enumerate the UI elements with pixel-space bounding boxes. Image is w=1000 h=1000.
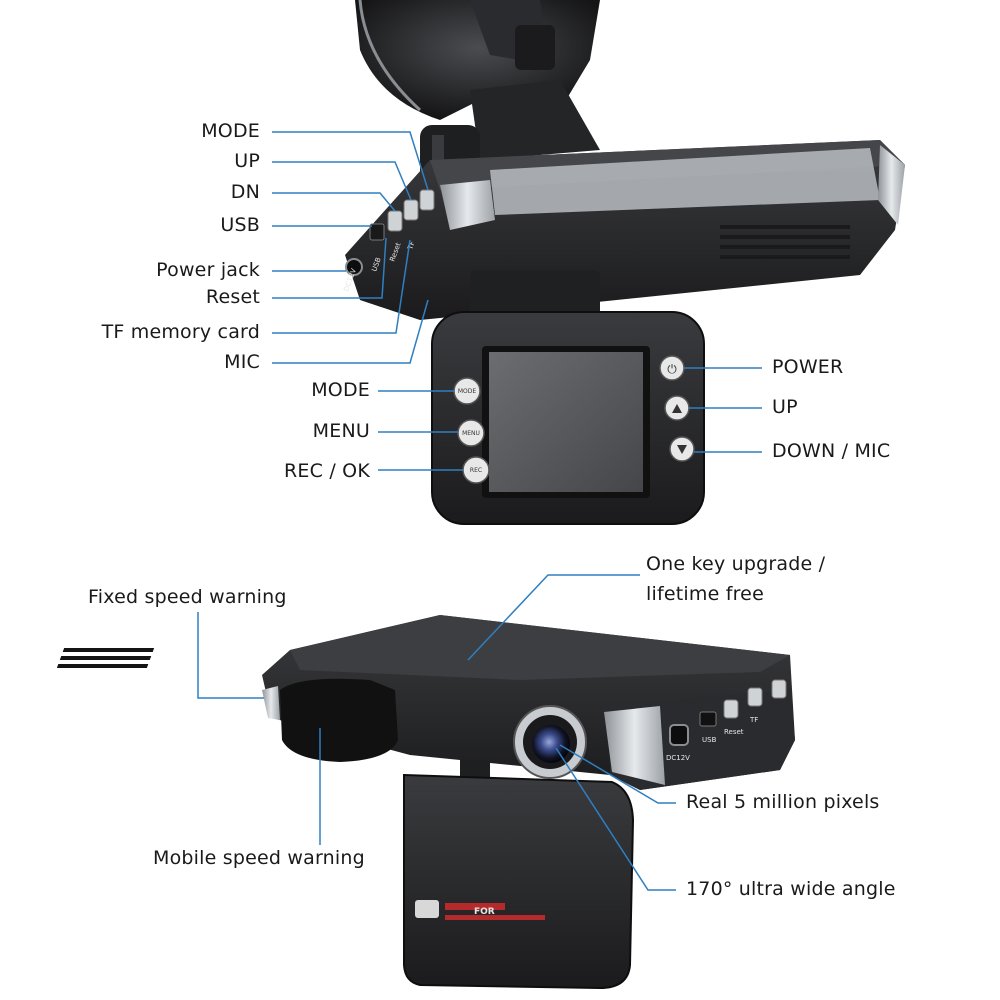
suction-mount: [355, 0, 600, 185]
leader-mic: [272, 299, 429, 364]
screen-back-panel: [403, 760, 635, 990]
rec-button-mark: REC: [470, 467, 482, 474]
label-mic: MIC: [224, 351, 260, 373]
bottom-port-mark-reset: Reset: [724, 728, 744, 736]
leader-lines: [197, 131, 762, 891]
label-screen-down-mic: DOWN / MIC: [772, 440, 891, 462]
label-tf-card: TF memory card: [101, 321, 260, 343]
up-arrow-icon: [672, 404, 682, 413]
laser-visor: [280, 678, 398, 762]
leader-pixels: [559, 744, 676, 804]
label-fixed-speed: Fixed speed warning: [88, 586, 287, 608]
label-side-dn: DN: [230, 181, 260, 203]
label-screen-up: UP: [772, 396, 798, 418]
power-icon: ⏻: [667, 362, 677, 376]
label-upgrade-line2: lifetime free: [646, 583, 764, 605]
lcd-screen: [489, 352, 643, 492]
menu-button[interactable]: [457, 419, 485, 447]
screen-module: ⏻: [431, 311, 705, 525]
label-screen-power: POWER: [772, 356, 844, 378]
label-power-jack: Power jack: [156, 259, 260, 281]
bottom-port-mark-tf: TF: [749, 716, 758, 724]
label-side-up: UP: [234, 150, 260, 172]
leader-reset: [272, 237, 387, 299]
label-wide-angle: 170° ultra wide angle: [686, 878, 896, 900]
label-reset: Reset: [205, 286, 260, 308]
leader-tf: [272, 239, 411, 334]
leader-fixed-speed: [197, 612, 264, 699]
bottom-port-mark-dc12v: DC12V: [666, 754, 690, 762]
radar-body-top: [345, 140, 905, 320]
label-screen-mode: MODE: [311, 379, 370, 401]
leader-wide-angle: [555, 747, 676, 891]
label-side-mode: MODE: [201, 120, 260, 142]
label-mobile-speed: Mobile speed warning: [153, 847, 365, 869]
leader-dn: [272, 192, 396, 212]
leader-upgrade: [467, 574, 640, 661]
down-arrow-icon: [677, 445, 687, 454]
leader-mode: [272, 131, 429, 191]
label-screen-menu: MENU: [312, 420, 370, 442]
menu-button-mark: MENU: [462, 430, 480, 437]
camera-lens: [532, 725, 570, 763]
label-pixels: Real 5 million pixels: [686, 791, 880, 813]
leader-up: [272, 161, 412, 201]
mode-button-mark: MODE: [458, 388, 477, 395]
bottom-port-mark-usb: USB: [702, 736, 717, 744]
label-upgrade-line1: One key upgrade /: [646, 553, 826, 575]
label-screen-rec-ok: REC / OK: [284, 460, 370, 482]
screen-hinge: [470, 270, 600, 320]
port-mark-tf: TF: [406, 240, 417, 251]
radar-body-bottom: [56, 615, 795, 790]
label-side-usb: USB: [220, 214, 260, 236]
panel-brand-text: FOR: [474, 907, 495, 917]
